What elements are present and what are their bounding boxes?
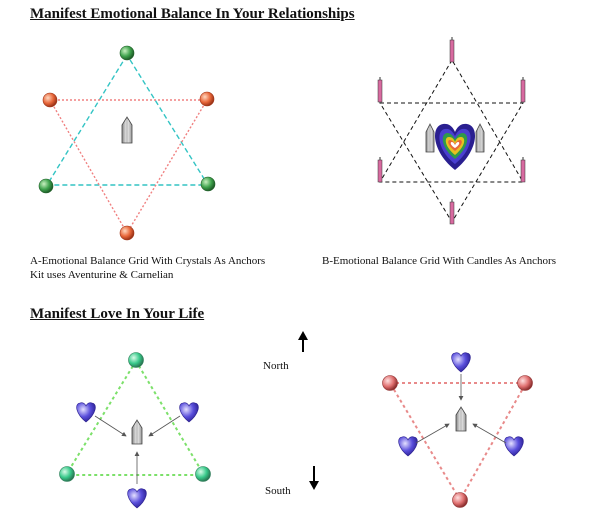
caption-grid-a-line1: A-Emotional Balance Grid With Crystals A… <box>30 255 266 267</box>
carnelian-stone <box>199 91 215 107</box>
candle-icon <box>377 77 383 103</box>
blue-heart-icon <box>179 402 199 423</box>
quartz-point-center <box>121 116 133 144</box>
quartz-point-left <box>425 123 435 153</box>
south-arrow-icon <box>309 466 319 490</box>
aventurine-stone <box>200 176 216 192</box>
pink-heart-stone <box>517 375 533 391</box>
quartz-point-right <box>475 123 485 153</box>
grid-b-candles <box>377 37 526 225</box>
love-grid-red <box>382 352 533 508</box>
north-arrow-icon <box>298 331 308 352</box>
section-heading-manifest-love: Manifest Love In Your Life <box>30 306 205 322</box>
grid-a-salmon-triangle <box>48 99 209 235</box>
carnelian-stone <box>42 92 58 108</box>
energy-arrow <box>94 415 127 437</box>
love-red-triangle <box>388 382 528 502</box>
green-heart-stone <box>128 352 144 368</box>
grid-b-down-triangle <box>379 102 524 223</box>
caption-grid-b: B-Emotional Balance Grid With Candles As… <box>322 255 556 267</box>
blue-heart-icon <box>127 488 147 509</box>
section-heading-emotional-balance: Manifest Emotional Balance In Your Relat… <box>30 6 355 22</box>
aventurine-stone <box>119 45 135 61</box>
love-grid-green <box>59 352 211 509</box>
love-green-triangle <box>64 359 206 476</box>
candle-icon <box>449 199 455 225</box>
aventurine-stone <box>38 178 54 194</box>
green-heart-stone <box>59 466 75 482</box>
pink-heart-stone <box>452 492 468 508</box>
candle-icon <box>520 77 526 103</box>
energy-arrow <box>472 423 507 444</box>
quartz-point-center <box>455 406 467 432</box>
energy-arrow <box>148 415 181 437</box>
quartz-point-center <box>131 419 143 445</box>
green-heart-stone <box>195 466 211 482</box>
grid-a-teal-triangle <box>45 53 210 186</box>
blue-heart-icon <box>451 352 471 373</box>
north-label: North <box>263 360 289 372</box>
grid-a-crystals <box>38 45 216 241</box>
rainbow-heart-icon <box>434 123 476 170</box>
blue-heart-icon <box>398 436 418 457</box>
candle-icon <box>449 37 455 63</box>
caption-grid-a-line2: Kit uses Aventurine & Carnelian <box>30 269 174 281</box>
south-label: South <box>265 485 291 497</box>
carnelian-stone <box>119 225 135 241</box>
energy-arrow <box>415 423 450 444</box>
pink-heart-stone <box>382 375 398 391</box>
candle-icon <box>520 157 526 183</box>
blue-heart-icon <box>504 436 524 457</box>
candle-icon <box>377 157 383 183</box>
grid-b-up-triangle <box>379 59 524 183</box>
blue-heart-icon <box>76 402 96 423</box>
caption-grid-a: A-Emotional Balance Grid With Crystals A… <box>30 254 265 282</box>
